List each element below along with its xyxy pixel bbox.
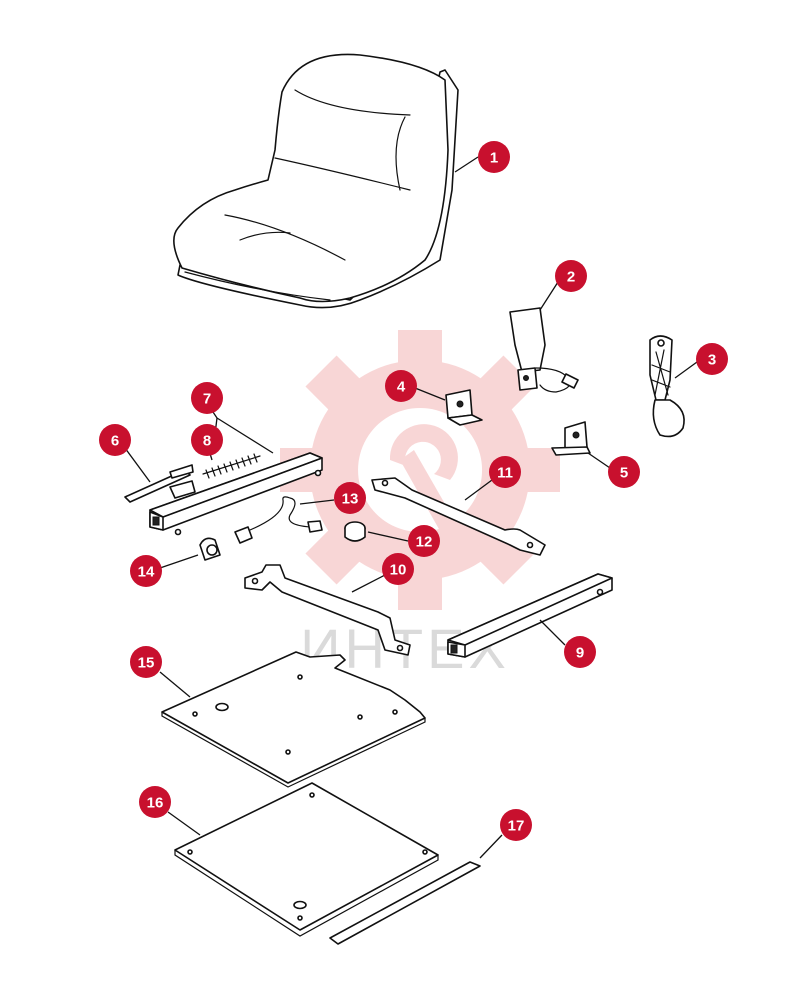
- callout-14: 14: [130, 555, 162, 587]
- rear-cross-bracket: [371, 477, 546, 556]
- slide-rail-left: [149, 452, 323, 536]
- callout-15: 15: [130, 646, 162, 678]
- spring: [202, 453, 261, 479]
- bracket-right: [551, 421, 591, 456]
- svg-text:16: 16: [147, 795, 164, 812]
- svg-text:12: 12: [416, 534, 433, 551]
- callout-16: 16: [139, 786, 171, 818]
- callout-4: 4: [385, 370, 417, 402]
- svg-text:2: 2: [567, 269, 575, 286]
- mounting-plate: [161, 651, 426, 788]
- svg-text:4: 4: [397, 379, 406, 396]
- adjuster-rod: [124, 464, 196, 503]
- strip: [329, 861, 481, 945]
- callout-13: 13: [334, 482, 366, 514]
- svg-text:14: 14: [138, 564, 155, 581]
- clamp: [199, 537, 221, 561]
- callout-11: 11: [489, 456, 521, 488]
- callout-10: 10: [382, 553, 414, 585]
- callout-3: 3: [696, 343, 728, 375]
- callout-1: 1: [478, 141, 510, 173]
- watermark-gear-icon: [280, 330, 560, 610]
- seat-belt-retractor: [649, 335, 685, 438]
- bracket-left: [445, 389, 483, 426]
- callout-2: 2: [555, 260, 587, 292]
- svg-text:15: 15: [138, 655, 155, 672]
- front-cross-bracket: [244, 564, 411, 656]
- svg-text:3: 3: [708, 352, 716, 369]
- svg-text:11: 11: [497, 465, 513, 482]
- svg-text:13: 13: [342, 491, 359, 508]
- callouts: 1 2 3 4 5 6 7 8: [99, 141, 728, 841]
- leader-lines: [124, 156, 698, 859]
- base-plate: [174, 782, 439, 937]
- callout-7: 7: [191, 382, 223, 414]
- svg-text:1: 1: [490, 150, 498, 167]
- seat-cushion: [173, 53, 459, 309]
- callout-5: 5: [608, 456, 640, 488]
- seat-switch: [509, 307, 579, 393]
- callout-8: 8: [191, 424, 223, 456]
- slide-rail-right: [447, 573, 613, 658]
- svg-text:8: 8: [203, 433, 211, 450]
- svg-text:5: 5: [620, 465, 628, 482]
- svg-text:6: 6: [111, 433, 119, 450]
- callout-9: 9: [564, 636, 596, 668]
- svg-text:10: 10: [390, 562, 407, 579]
- wire-harness: [234, 496, 323, 544]
- knob: [344, 521, 366, 542]
- svg-text:17: 17: [508, 818, 525, 835]
- callout-12: 12: [408, 525, 440, 557]
- callout-17: 17: [500, 809, 532, 841]
- svg-text:7: 7: [203, 391, 211, 408]
- callout-6: 6: [99, 424, 131, 456]
- svg-text:9: 9: [576, 645, 584, 662]
